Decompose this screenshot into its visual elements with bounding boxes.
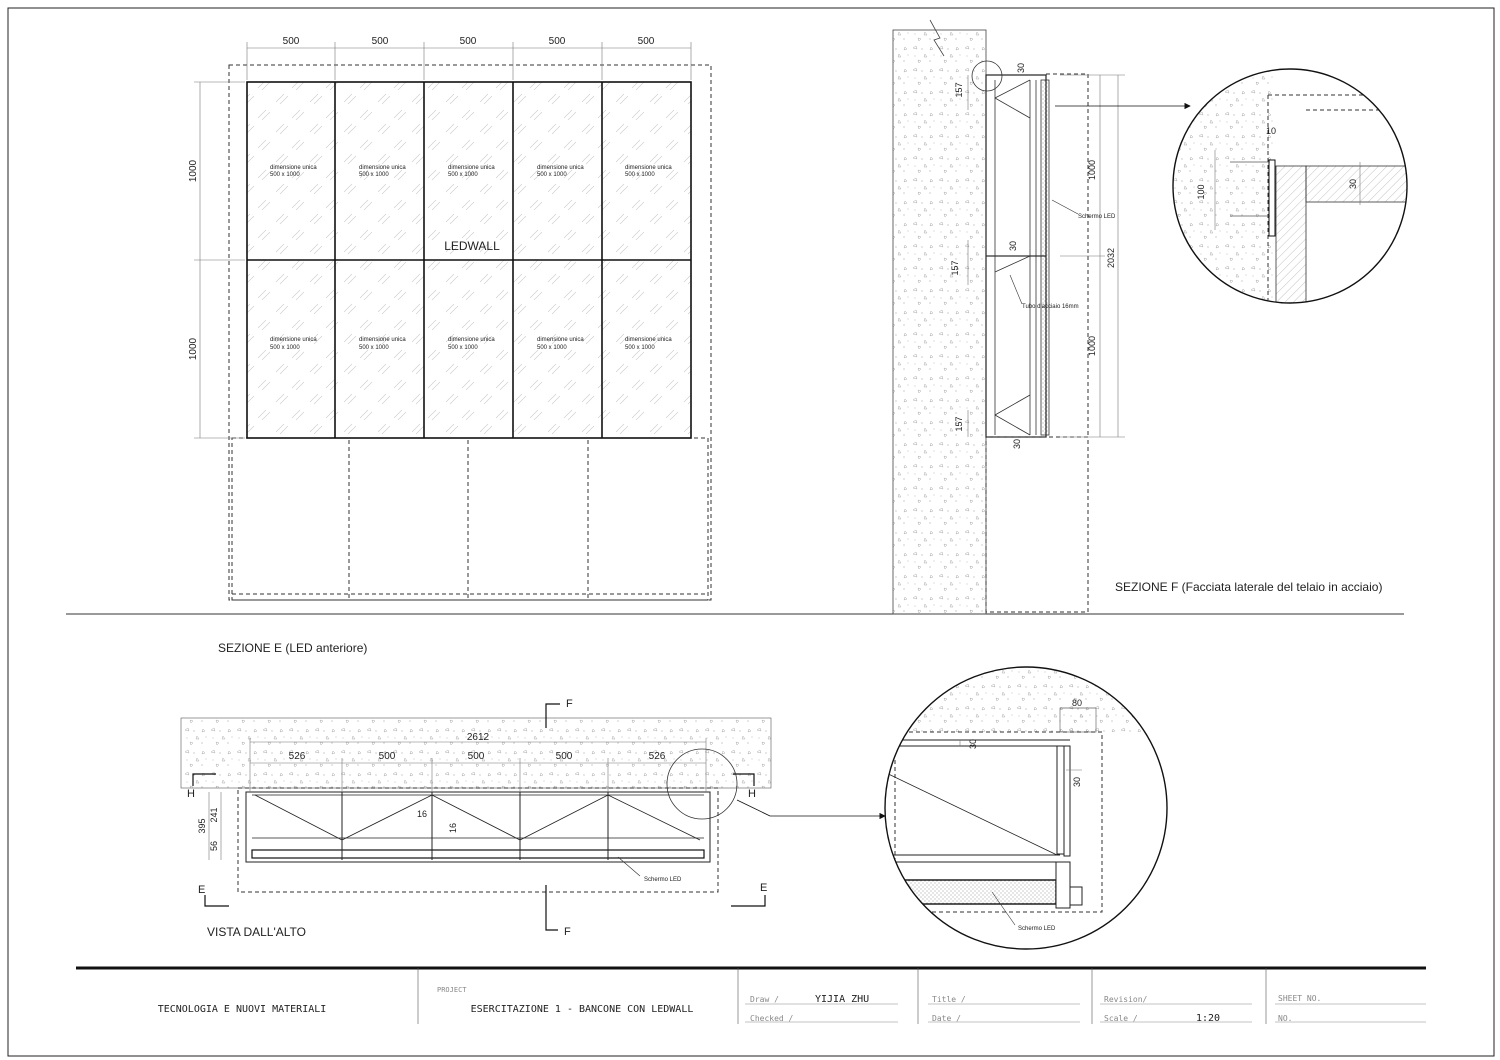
side-dim-mid-30: 30 xyxy=(1008,241,1018,251)
concrete-wall xyxy=(892,29,987,615)
panel-label-r2c1: dimensione unica xyxy=(270,337,317,343)
panel-size-r2c3: 500 x 1000 xyxy=(448,345,478,351)
top-view-seg-1: 526 xyxy=(289,751,306,762)
top-view-dim-241: 241 xyxy=(209,807,219,822)
top-dim-4: 500 xyxy=(549,36,566,47)
top-dim-5: 500 xyxy=(638,36,655,47)
detail-f-dim-30: 30 xyxy=(1348,179,1358,189)
panel-size-r1c1: 500 x 1000 xyxy=(270,172,300,178)
top-view-seg-5: 526 xyxy=(649,751,666,762)
panel-label-r1c5: dimensione unica xyxy=(625,165,672,171)
top-view-frame xyxy=(245,791,711,863)
detail-callout-circle xyxy=(971,60,1003,92)
caption-sezione-e: SEZIONE E (LED anteriore) xyxy=(218,641,367,655)
sheet-number-label: SHEET NO. xyxy=(1278,994,1321,1003)
counter-base-outline xyxy=(231,437,709,601)
top-view-overall-dim: 2612 xyxy=(467,732,490,743)
panel-size-r1c3: 500 x 1000 xyxy=(448,172,478,178)
course-name: TECNOLOGIA E NUOVI MATERIALI xyxy=(158,1004,327,1015)
front-section-e: dimensione unica 500 x 1000 dimensione u… xyxy=(188,36,712,655)
side-section-f: 30 157 1000 2032 30 157 1000 157 30 Sche… xyxy=(892,19,1382,615)
steel-tube-label: Tubo d'acciaio 16mm xyxy=(1022,304,1079,310)
side-dim-157-mid: 157 xyxy=(950,260,960,275)
date-label: Date / xyxy=(932,1014,961,1023)
project-name: ESERCITAZIONE 1 - BANCONE CON LEDWALL xyxy=(471,1004,694,1015)
checked-label: Checked / xyxy=(750,1014,794,1023)
top-view-dim-56: 56 xyxy=(209,841,219,851)
panel-size-r2c5: 500 x 1000 xyxy=(625,345,655,351)
section-mark-e-right: E xyxy=(760,882,767,894)
side-dim-lower: 1000 xyxy=(188,337,199,360)
panel-size-r2c1: 500 x 1000 xyxy=(270,345,300,351)
top-view-dim-395: 395 xyxy=(197,818,207,833)
side-dim-bottom-30: 30 xyxy=(1012,439,1022,449)
top-view-counter-outline xyxy=(237,787,719,893)
panel-label-r2c2: dimensione unica xyxy=(359,337,406,343)
draw-value: YIJIA ZHU xyxy=(815,994,869,1005)
section-mark-f-top: F xyxy=(566,698,573,710)
top-view-screen-label: Schermo LED xyxy=(644,877,682,883)
front-frame-outline xyxy=(228,64,712,601)
top-dim-3: 500 xyxy=(460,36,477,47)
project-label: PROJECT xyxy=(437,986,467,994)
scale-label: Scale / xyxy=(1104,1014,1138,1023)
caption-sezione-f: SEZIONE F (Facciata laterale del telaio … xyxy=(1115,580,1382,594)
panel-label-r2c5: dimensione unica xyxy=(625,337,672,343)
detail-h-dim-30-top: 30 xyxy=(968,739,978,749)
side-dim-157-top: 157 xyxy=(954,82,964,97)
top-view-seg-4: 500 xyxy=(556,751,573,762)
detail-h-screen-label: Schermo LED xyxy=(1018,926,1056,932)
detail-f-circle: 10 100 30 xyxy=(1172,68,1408,304)
panel-size-r2c2: 500 x 1000 xyxy=(359,345,389,351)
section-mark-h-right: H xyxy=(748,788,756,800)
panel-label-r2c3: dimensione unica xyxy=(448,337,495,343)
top-view-led-screen xyxy=(251,849,705,859)
panel-size-r1c5: 500 x 1000 xyxy=(625,172,655,178)
detail-f-dim-10: 10 xyxy=(1266,126,1276,136)
section-mark-f-bottom: F xyxy=(564,926,571,938)
top-view: 2612 526 500 500 500 526 395 241 56 16 1… xyxy=(180,698,886,939)
section-mark-e-left: E xyxy=(198,884,205,896)
side-screen-label: Schermo LED xyxy=(1078,214,1116,220)
side-dim-1000-lower: 1000 xyxy=(1087,336,1097,356)
top-view-detail-callout xyxy=(666,748,738,820)
detail-h-dim-30-side: 30 xyxy=(1072,777,1082,787)
led-screen-side xyxy=(1040,79,1050,436)
detail-h-circle: 80 30 30 Schermo LED xyxy=(884,666,1168,950)
title-label: Title / xyxy=(932,995,966,1004)
side-dim-157-bottom: 157 xyxy=(954,416,964,431)
panel-label-r1c2: dimensione unica xyxy=(359,165,406,171)
side-dim-2032: 2032 xyxy=(1106,248,1116,268)
counter-side-outline xyxy=(985,436,1089,613)
top-view-tube-dim-2: 16 xyxy=(448,823,458,833)
side-dim-1000-upper: 1000 xyxy=(1087,160,1097,180)
top-dim-2: 500 xyxy=(372,36,389,47)
number-label: NO. xyxy=(1278,1014,1292,1023)
top-view-seg-3: 500 xyxy=(468,751,485,762)
side-dim-upper: 1000 xyxy=(188,159,199,182)
title-block: TECNOLOGIA E NUOVI MATERIALI PROJECT ESE… xyxy=(76,966,1426,1024)
caption-vista-dall-alto: VISTA DALL'ALTO xyxy=(207,925,306,939)
panel-size-r1c4: 500 x 1000 xyxy=(537,172,567,178)
panel-label-r1c4: dimensione unica xyxy=(537,165,584,171)
top-view-tube-dim-1: 16 xyxy=(417,809,427,819)
side-dim-top-30: 30 xyxy=(1016,63,1026,73)
panel-label-r1c1: dimensione unica xyxy=(270,165,317,171)
panel-size-r1c2: 500 x 1000 xyxy=(359,172,389,178)
detail-h-dim-80: 80 xyxy=(1072,698,1082,708)
scale-value: 1:20 xyxy=(1196,1013,1220,1024)
draw-label: Draw / xyxy=(750,995,779,1004)
top-view-wall xyxy=(180,717,772,789)
top-dim-1: 500 xyxy=(283,36,300,47)
sheet-border xyxy=(7,7,1495,1057)
panel-label-r1c3: dimensione unica xyxy=(448,165,495,171)
top-view-seg-2: 500 xyxy=(379,751,396,762)
panel-size-r2c4: 500 x 1000 xyxy=(537,345,567,351)
revision-label: Revision/ xyxy=(1104,995,1148,1004)
section-mark-h-left: H xyxy=(187,788,195,800)
ledwall-label: LEDWALL xyxy=(444,239,500,253)
detail-f-dim-100: 100 xyxy=(1196,184,1206,199)
panel-label-r2c4: dimensione unica xyxy=(537,337,584,343)
